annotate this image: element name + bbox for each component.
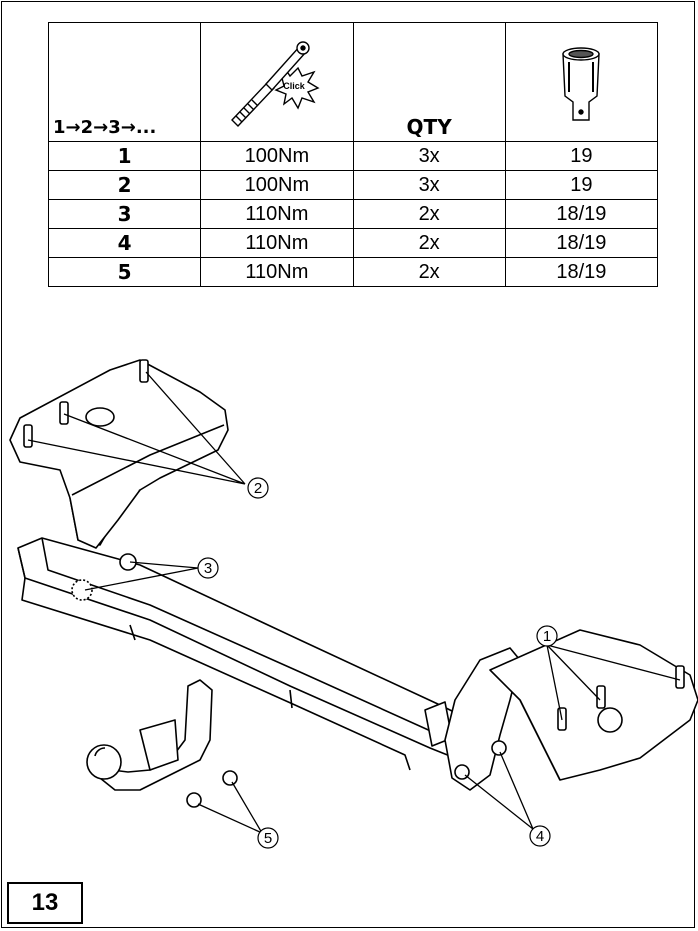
callout-2 — [247, 477, 269, 499]
socket-size: 19 — [504, 141, 659, 171]
socket-header — [504, 22, 659, 142]
cross-bar — [17, 537, 471, 761]
step-number: 5 — [47, 257, 202, 287]
bolts-nuts — [71, 553, 507, 808]
right-bracket — [444, 647, 521, 791]
callout-3 — [197, 557, 219, 579]
callout-2-label: 2 — [254, 480, 262, 497]
callout-4 — [529, 825, 551, 847]
torque-value: 110Nm — [200, 228, 354, 258]
socket-icon — [562, 47, 601, 121]
torque-value: 110Nm — [200, 199, 354, 229]
tow-ball-neck — [99, 679, 213, 791]
callout-5 — [257, 827, 279, 849]
torque-value: 100Nm — [200, 170, 354, 200]
sequence-header: 1→2→3→... — [47, 22, 202, 142]
callout-4-label: 4 — [536, 828, 544, 845]
qty-value: 2x — [352, 228, 506, 258]
socket-size: 18/19 — [504, 228, 659, 258]
tow-bar-assembly-diagram: 2 3 1 4 5 — [9, 359, 698, 849]
step-number: 2 — [47, 170, 202, 200]
torque-table: 1→2→3→... Click QTY — [47, 22, 659, 287]
step-number: 1 — [47, 141, 202, 171]
socket-size: 19 — [504, 170, 659, 200]
torque-value: 110Nm — [200, 257, 354, 287]
socket-size: 18/19 — [504, 199, 659, 229]
page-number: 13 — [7, 882, 83, 924]
qty-value: 3x — [352, 141, 506, 171]
torque-wrench-icon: Click — [230, 41, 320, 128]
callout-1 — [536, 625, 558, 647]
torque-value: 100Nm — [200, 141, 354, 171]
step-number: 3 — [47, 199, 202, 229]
click-label: Click — [283, 81, 306, 91]
torque-wrench-header: Click — [200, 22, 354, 142]
table-header-row: 1→2→3→... Click QTY — [47, 22, 659, 142]
qty-value: 2x — [352, 257, 506, 287]
socket-size: 18/19 — [504, 257, 659, 287]
callout-3-label: 3 — [204, 560, 212, 577]
right-mounting-plate — [489, 629, 698, 781]
callout-5-label: 5 — [264, 830, 272, 847]
qty-header: QTY — [352, 22, 506, 142]
qty-value: 2x — [352, 199, 506, 229]
step-number: 4 — [47, 228, 202, 258]
qty-value: 3x — [352, 170, 506, 200]
callout-1-label: 1 — [543, 628, 551, 645]
tow-ball — [86, 744, 122, 780]
